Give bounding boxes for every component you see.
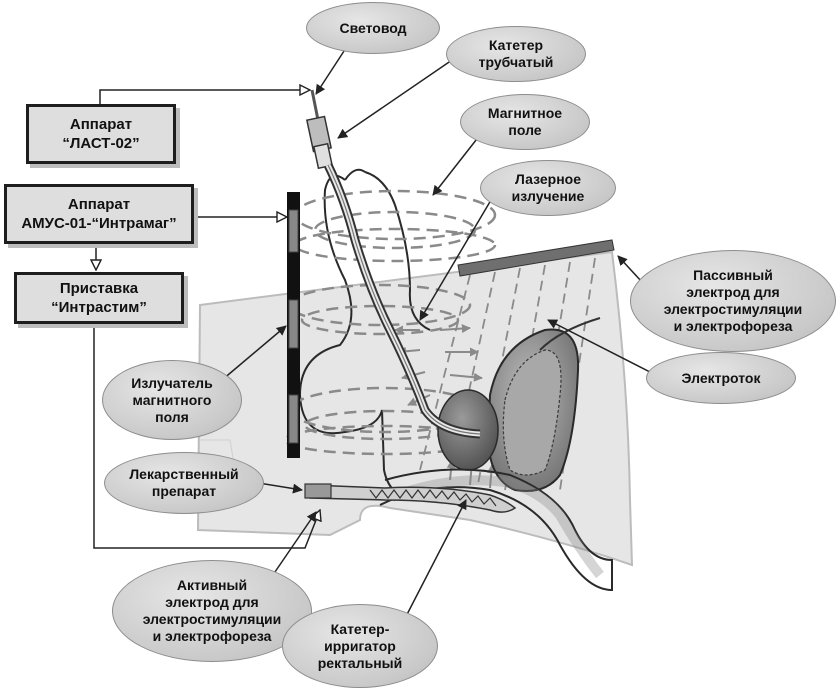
magnetic-emitter-bar — [287, 192, 300, 458]
label-lekarstvennyi-preparat: Лекарственный препарат — [104, 452, 264, 514]
label-kateter-irrigator: Катетер- ирригатор ректальный — [282, 604, 438, 688]
box-apparatus-amus-01: Аппарат АМУС-01-“Интрамаг” — [4, 184, 194, 244]
box-attachment-intrastim: Приставка “Интрастим” — [14, 272, 184, 324]
box-apparatus-last-02: Аппарат “ЛАСТ-02” — [26, 104, 176, 164]
label-kateter-trubchatyi: Катетер трубчатый — [446, 26, 586, 82]
label-lazernoe-izluchenie: Лазерное излучение — [480, 160, 616, 216]
catheter-tubular — [305, 89, 481, 439]
callout-arrows — [221, 47, 651, 629]
rectum — [379, 468, 613, 592]
label-active-electrode: Активный электрод для электростимуляции … — [112, 560, 312, 662]
label-svetovod: Световод — [306, 2, 440, 54]
passive-electrode-plate — [457, 239, 615, 277]
label-elektrotok: Электроток — [646, 352, 796, 404]
label-magnitnoe-pole: Магнитное поле — [460, 94, 590, 150]
electric-wire — [539, 317, 601, 351]
penis-outline — [298, 168, 431, 501]
label-izluchatel: Излучатель магнитного поля — [102, 360, 242, 440]
bladder — [486, 328, 580, 492]
label-passive-electrode: Пассивный электрод для электростимуляции… — [630, 250, 836, 352]
